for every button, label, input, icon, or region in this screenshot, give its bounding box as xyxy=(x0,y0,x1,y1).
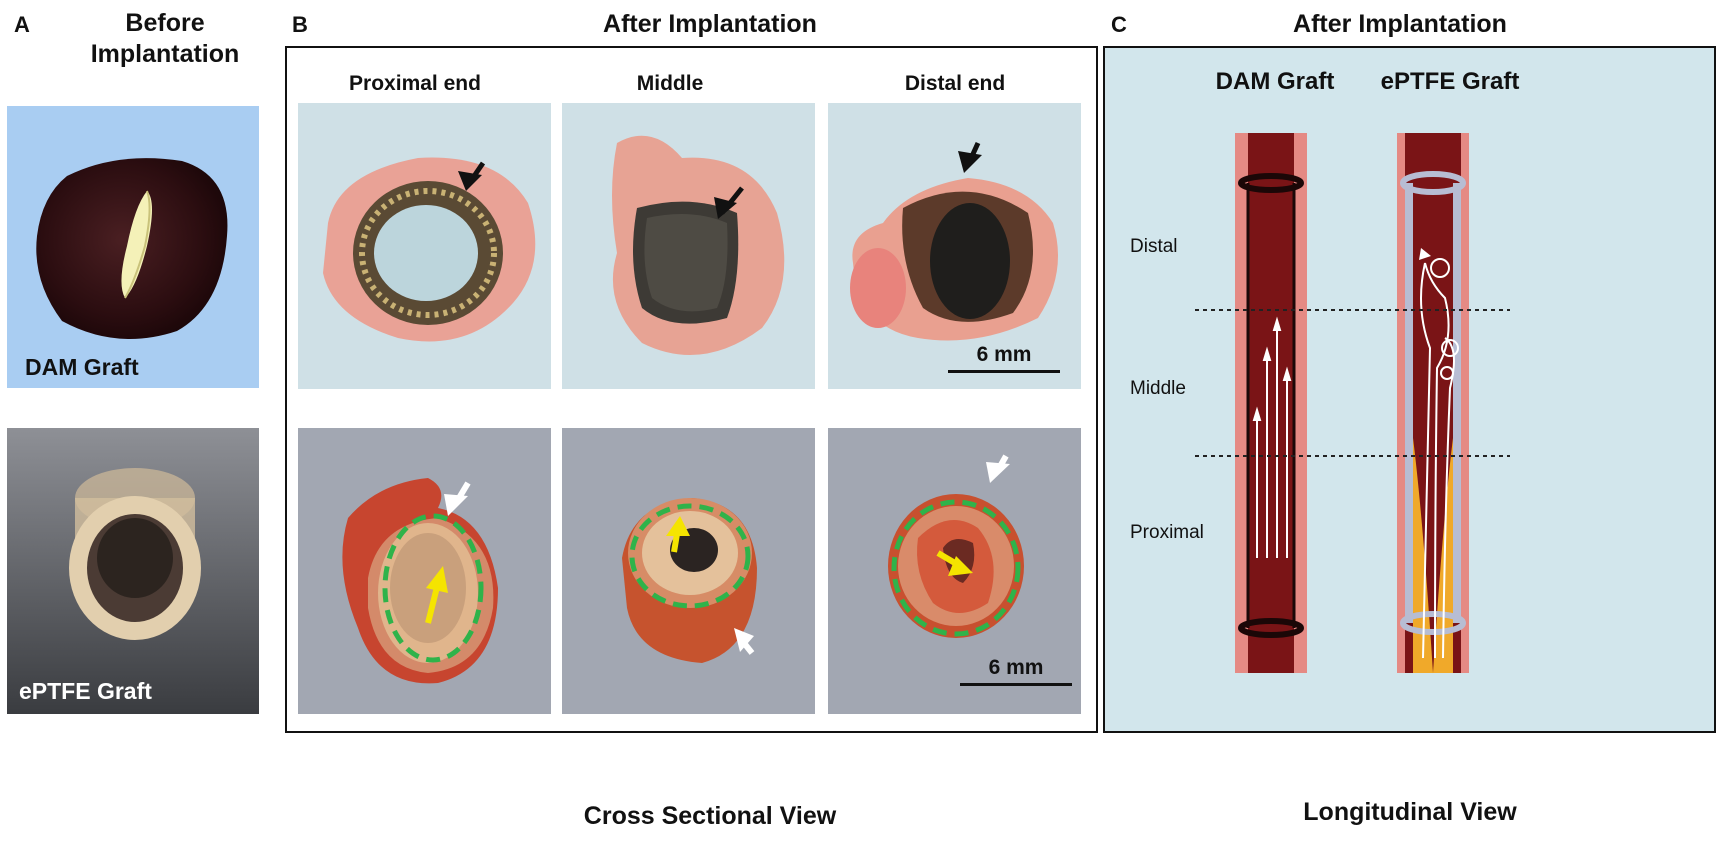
panel-c-letter: C xyxy=(1111,12,1127,37)
panel-b-caption: Cross Sectional View xyxy=(583,802,837,830)
dam-graft-photo: DAM Graft xyxy=(7,106,259,388)
photo-middle-bottom xyxy=(562,428,815,714)
dam-graft-label: DAM Graft xyxy=(25,354,139,380)
column-title-distal: Distal end xyxy=(904,72,1006,95)
scale-bar-top: 6 mm xyxy=(948,343,1060,373)
eptfe-graft-photo: ePTFE Graft xyxy=(7,428,259,714)
region-label-proximal: Proximal xyxy=(1130,522,1204,543)
photo-distal-bottom: 6 mm xyxy=(828,428,1081,714)
region-label-middle: Middle xyxy=(1130,378,1186,399)
panel-a-letter: A xyxy=(14,12,30,37)
column-title-middle: Middle xyxy=(636,72,704,95)
panel-b-title: After Implantation xyxy=(603,10,817,38)
column-title-proximal: Proximal end xyxy=(349,72,481,95)
photo-proximal-bottom xyxy=(298,428,551,714)
scale-bar-bottom: 6 mm xyxy=(960,656,1072,686)
panel-a-title-line1: Before xyxy=(125,9,205,37)
scale-bar-top-line xyxy=(948,370,1060,373)
eptfe-graft-label: ePTFE Graft xyxy=(19,678,152,704)
scale-bar-bottom-label: 6 mm xyxy=(988,656,1044,679)
region-label-distal: Distal xyxy=(1130,236,1178,257)
panel-b-frame xyxy=(285,46,1098,733)
panel-c-caption: Longitudinal View xyxy=(1303,798,1517,826)
panel-c-title: After Implantation xyxy=(1293,10,1507,38)
photo-proximal-top xyxy=(298,103,551,389)
panel-a-title: Before Implantation xyxy=(55,8,275,70)
panel-a-title-line2: Implantation xyxy=(90,40,240,68)
photo-middle-top xyxy=(562,103,815,389)
panel-c-frame xyxy=(1103,46,1716,733)
photo-distal-top: 6 mm xyxy=(828,103,1081,389)
scale-bar-top-label: 6 mm xyxy=(976,343,1032,366)
graft-label-dam: DAM Graft xyxy=(1215,68,1335,95)
scale-bar-bottom-line xyxy=(960,683,1072,686)
panel-b-letter: B xyxy=(292,12,308,37)
longitudinal-diagram xyxy=(1195,133,1510,673)
graft-label-eptfe: ePTFE Graft xyxy=(1380,68,1520,95)
